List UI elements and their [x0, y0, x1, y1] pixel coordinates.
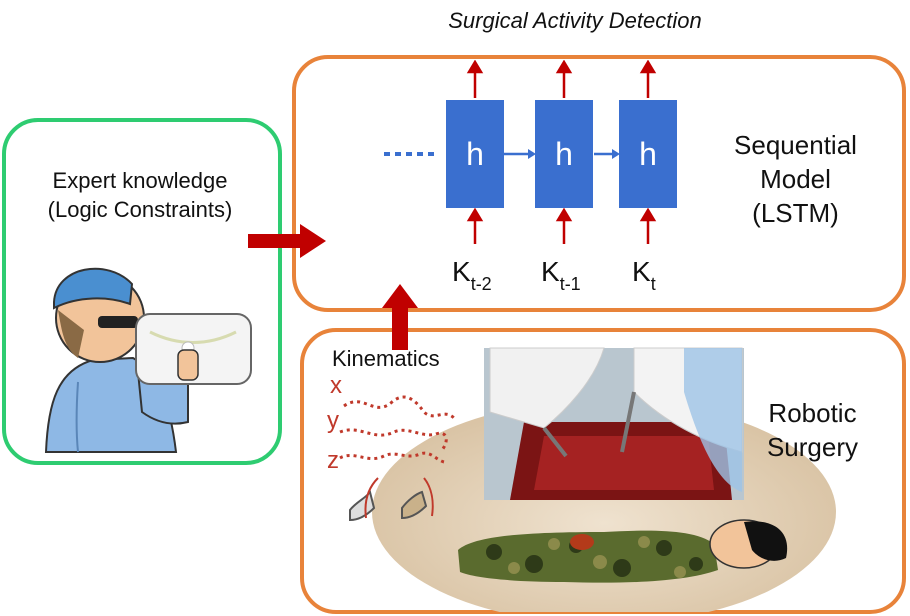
seq-line-2: Model: [760, 164, 831, 194]
sequential-model-label: Sequential Model (LSTM): [708, 128, 883, 230]
kinematics-label: Kinematics: [332, 346, 440, 371]
robotic-surgery-illustration: [339, 347, 836, 612]
expert-knowledge-box: [2, 118, 282, 465]
input-label-t: Kt: [632, 256, 656, 294]
lstm-connections: [384, 60, 657, 244]
lstm-cell-t-1: h: [535, 100, 593, 208]
sequential-model-box: [292, 55, 906, 312]
diagram-title: Surgical Activity Detection: [448, 8, 702, 33]
kinematics-arrow: [382, 284, 418, 350]
surgeon-vr-illustration: [44, 267, 252, 453]
seq-line-3: (LSTM): [752, 198, 839, 228]
expert-line-2: (Logic Constraints): [47, 197, 233, 222]
robot-line-2: Surgery: [766, 432, 859, 462]
input-label-t-2: Kt-2: [452, 256, 492, 294]
axis-z-label: z: [327, 447, 339, 474]
input-label-t-1: Kt-1: [541, 256, 581, 294]
axis-x-label: x: [330, 372, 342, 399]
robotic-surgery-label: Robotic Surgery: [750, 396, 875, 464]
robotic-surgery-box: [300, 328, 906, 614]
seq-line-1: Sequential: [734, 130, 857, 160]
axis-y-label: y: [327, 407, 339, 434]
lstm-cell-t: h: [619, 100, 677, 208]
robot-line-1: Robotic: [768, 398, 857, 428]
knowledge-arrow: [248, 224, 326, 258]
expert-knowledge-label: Expert knowledge (Logic Constraints): [20, 166, 260, 224]
lstm-cell-t-2: h: [446, 100, 504, 208]
expert-line-1: Expert knowledge: [52, 168, 228, 193]
